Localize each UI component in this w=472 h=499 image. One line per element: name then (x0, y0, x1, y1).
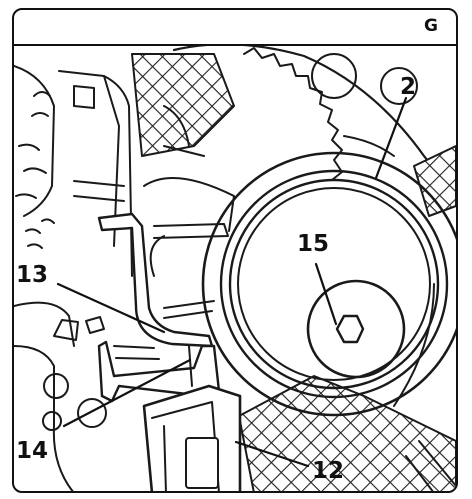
leader-15 (314, 262, 338, 326)
callout-2: 2 (400, 74, 416, 100)
panel-letter: G (424, 16, 438, 36)
callout-15: 15 (297, 231, 329, 257)
figure-frame: G (12, 8, 458, 493)
leader-lines (56, 96, 408, 468)
tensioner-pulley (201, 151, 456, 417)
hatched-surface (131, 53, 456, 491)
locking-tool (97, 340, 221, 403)
leader-14 (62, 358, 192, 428)
holding-tool (142, 384, 242, 491)
leader-12 (234, 440, 310, 468)
leader-13 (56, 282, 166, 334)
engine-block (14, 65, 235, 491)
center-bolt (306, 279, 406, 379)
tensioner-bracket (97, 212, 229, 348)
engine-illustration: 2 15 13 14 12 (14, 46, 456, 491)
header-divider (14, 44, 456, 46)
sprocket-wheel (172, 46, 456, 198)
callout-13: 13 (16, 262, 48, 288)
callout-14: 14 (16, 438, 48, 464)
leader-2 (374, 96, 408, 180)
callout-12: 12 (312, 458, 344, 484)
